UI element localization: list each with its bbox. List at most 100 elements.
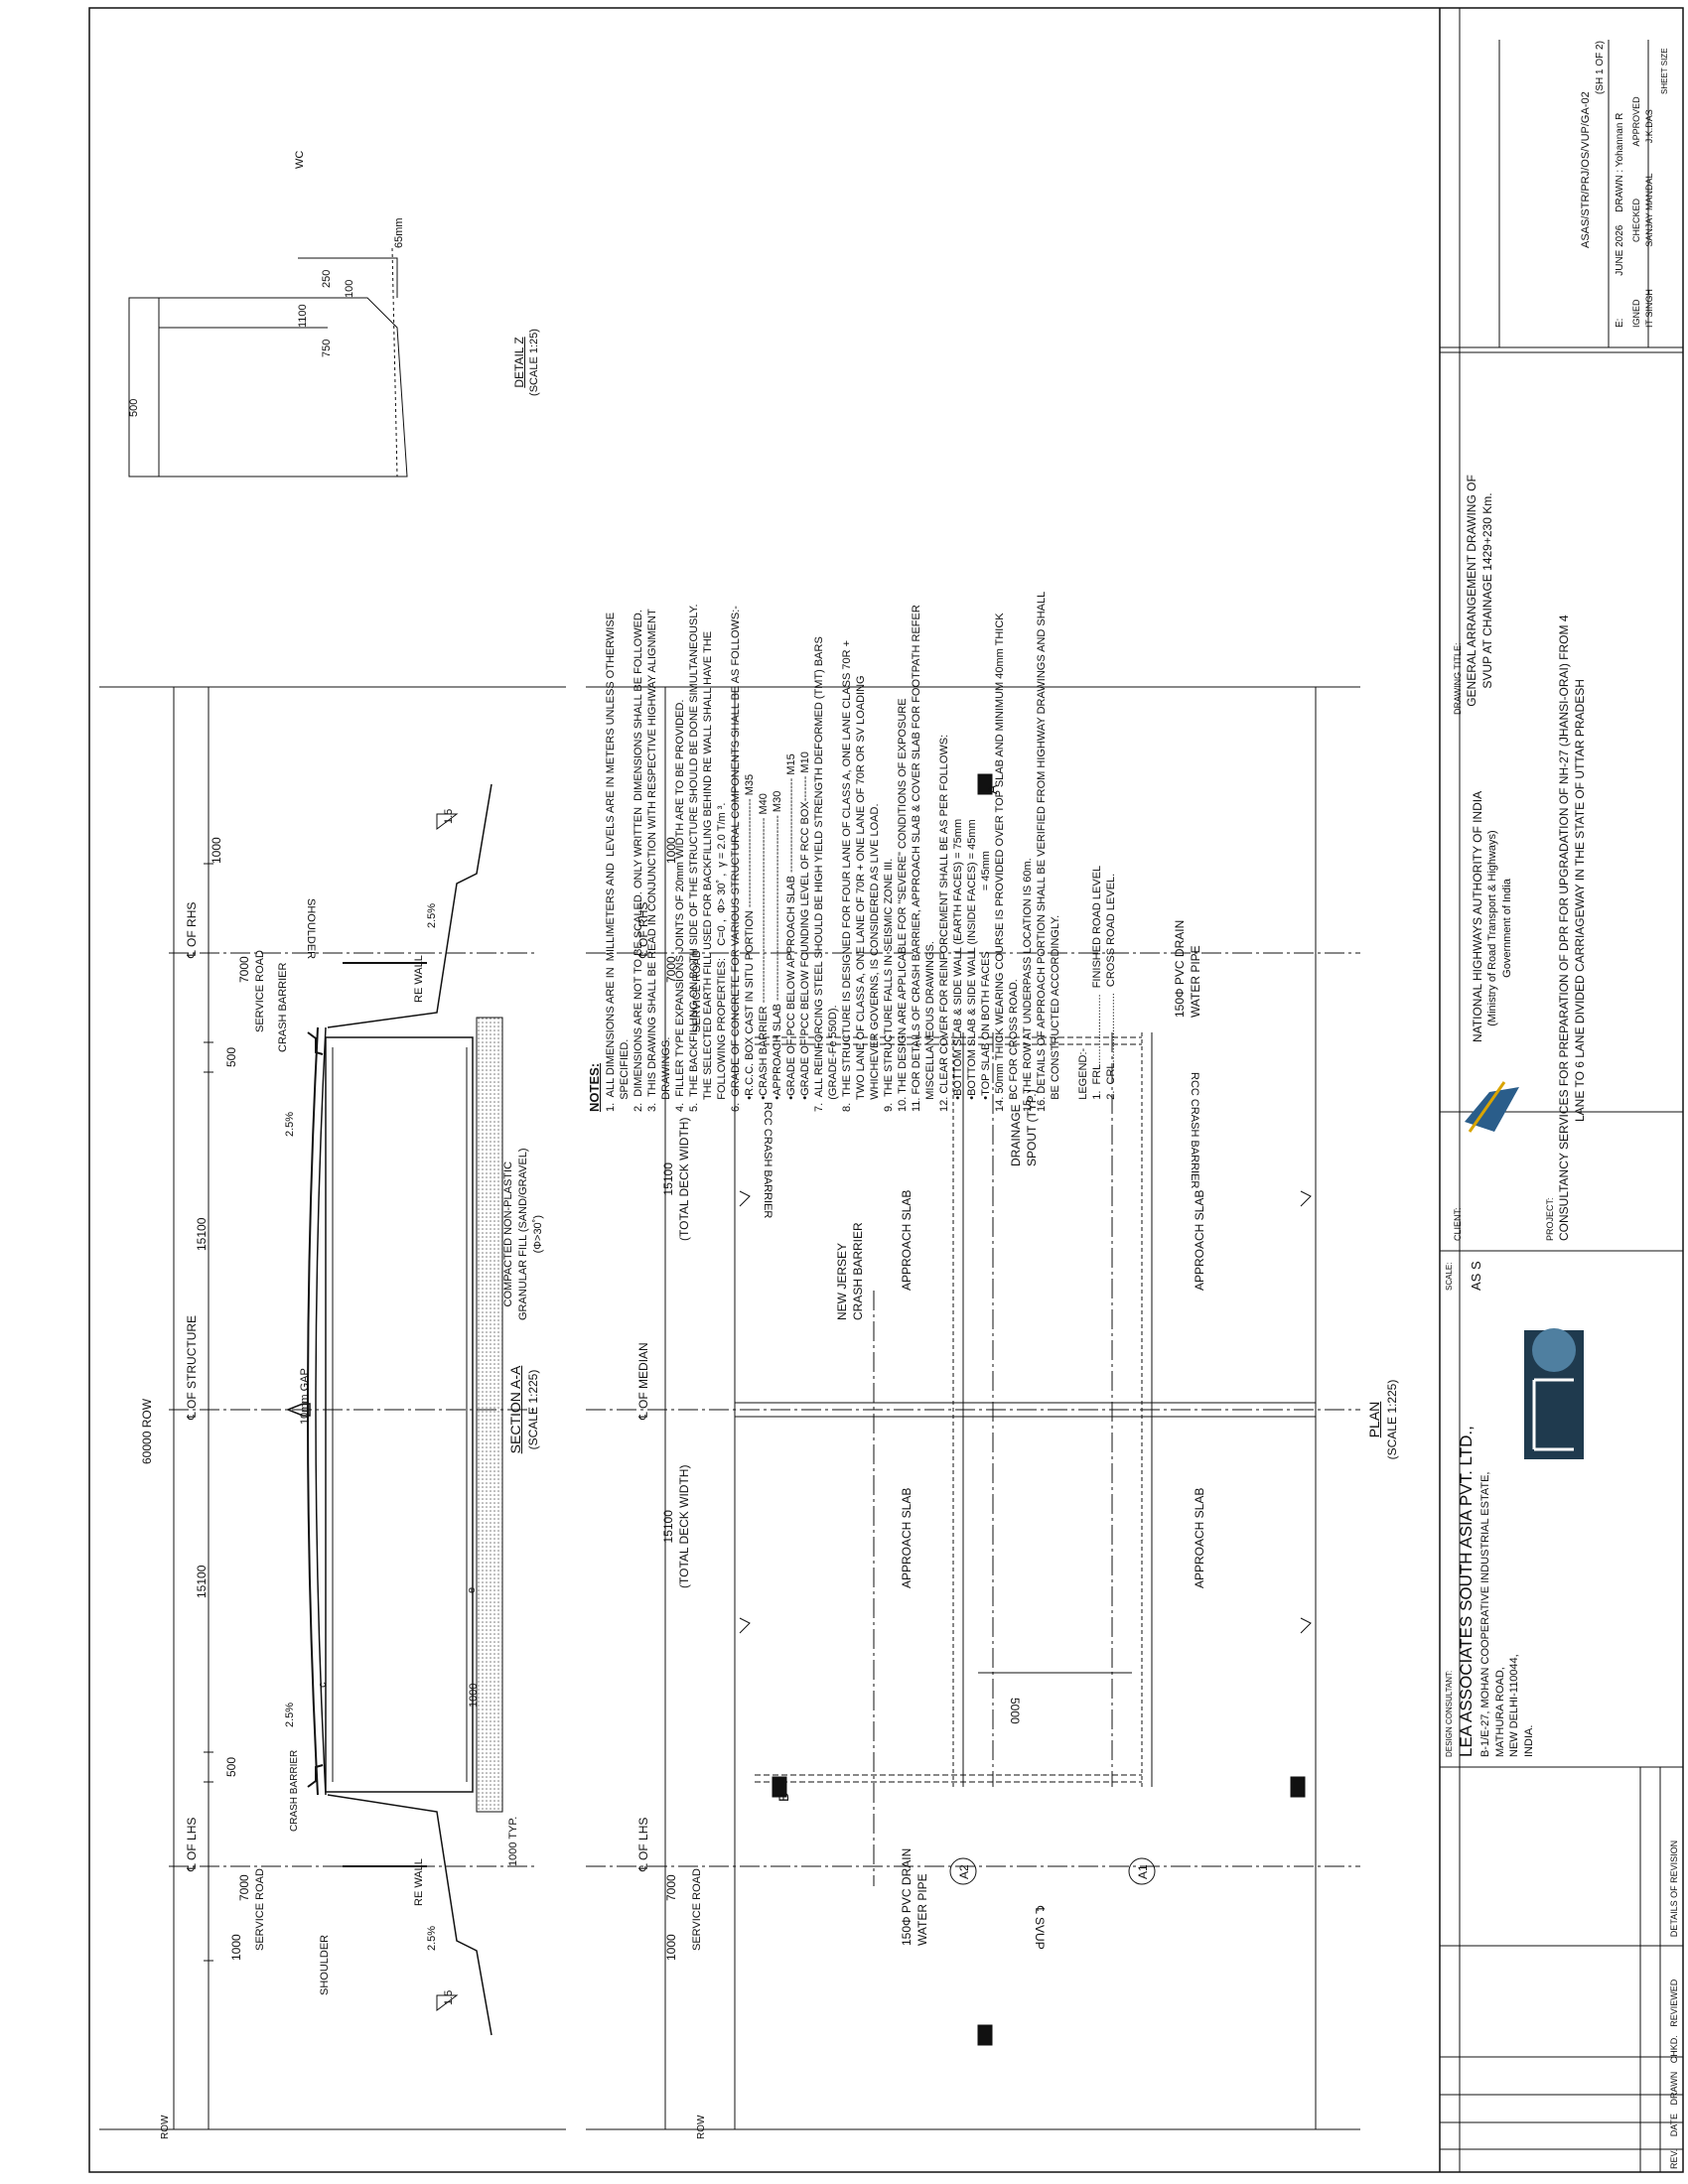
detail-z-title: DETAIL Z (SCALE 1:25): [511, 288, 542, 437]
detail-z-scale: (SCALE 1:25): [528, 329, 541, 396]
tb-sheet: (SH 1 OF 2): [1595, 41, 1606, 94]
notes-list: 1. ALL DIMENSIONS ARE IN MILLIMETERS AND…: [604, 60, 1118, 1112]
section-dim-500b: 500: [224, 1756, 238, 1777]
section-scale: (SCALE 1:225): [525, 1369, 540, 1450]
section-camber-l: 2.5%: [426, 1925, 438, 1951]
note-line: DRAWINGS.: [659, 1036, 672, 1112]
note-line: 15. THE ROW AT UNDERPASS LOCATION IS 60m…: [1021, 858, 1034, 1112]
plan-dim-7000b: 7000: [664, 1874, 678, 1901]
note-line: •APPROACH SLAB -------------------------…: [771, 790, 783, 1112]
section-crash-barrier-r: CRASH BARRIER: [277, 962, 289, 1052]
plan-marker-a: A: [984, 784, 1000, 794]
dim-100: 100: [344, 279, 355, 298]
plan-dim-7000a: 7000: [664, 956, 678, 983]
section-thk: 1000: [468, 1683, 480, 1707]
plan-service-road-l: SERVICE ROAD: [691, 1868, 703, 1951]
note-line: 9. THE STRUCTURE FALLS IN SEISMIC ZONE I…: [882, 858, 895, 1112]
tb-client-1: NATIONAL HIGHWAYS AUTHORITY OF INDIA: [1471, 790, 1484, 1042]
plan-drainage-1: DRAINAGE: [1009, 1104, 1023, 1166]
plan-marker-b: B: [775, 1792, 791, 1802]
section-re-wall-r: RE WALL: [413, 955, 425, 1003]
plan-scale: (SCALE 1:225): [1384, 1379, 1399, 1460]
plan-a2: A2: [957, 1864, 971, 1879]
section-typ: 1000 TYP.: [507, 1816, 519, 1866]
note-line: 4. FILLER TYPE EXPANSIONS JOINTS OF 20mm…: [673, 699, 686, 1112]
plan-cl-median: ℄ OF MEDIAN: [636, 1342, 650, 1420]
sheet-border: [88, 7, 1684, 2173]
fill-line-3: (Φ>30˚): [531, 1214, 544, 1254]
tb-drawing-title-1: GENERAL ARRANGEMENT DRAWING OF: [1465, 475, 1479, 707]
section-title: SECTION A-A: [507, 1365, 523, 1454]
tb-designed: IGNED: [1631, 299, 1641, 328]
fill-line-2: GRANULAR FILL (SAND/GRAVEL): [516, 1148, 529, 1320]
note-line: •TOP SLAB ON BOTH FACES = 45mm: [979, 851, 992, 1112]
plan-dim-5000: 5000: [1008, 1698, 1022, 1724]
plan-approach-slab-1: APPROACH SLAB: [900, 1189, 914, 1291]
section-shoulder-r: SHOULDER: [305, 898, 317, 960]
rev-col-details: DETAILS OF REVISION: [1669, 1840, 1679, 1938]
plan-pvc-top-1: 150Φ PVC DRAIN: [1173, 919, 1187, 1018]
detail-z-title-text: DETAIL Z: [512, 337, 526, 388]
dim-750: 750: [321, 339, 333, 357]
dim-1100: 1100: [297, 304, 309, 328]
note-line: •BOTTOM SLAB & SIDE WALL (EARTH FACES) =…: [951, 818, 964, 1112]
plan-pvc-top-2: WATER PIPE: [1189, 945, 1203, 1018]
note-line: 8. THE STRUCTURE IS DESIGNED FOR FOUR LA…: [840, 639, 853, 1112]
tb-addr-3: NEW DELHI-110044,: [1508, 1654, 1521, 1757]
plan-approach-slab-4: APPROACH SLAB: [1193, 1487, 1206, 1588]
tb-checked: CHECKED: [1631, 198, 1641, 242]
note-line: [1062, 60, 1076, 1112]
plan-new-jersey-1: NEW JERSEY: [835, 1242, 849, 1320]
rev-col-reviewed: REVIEWED: [1669, 1979, 1679, 2027]
tb-project-1: CONSULTANCY SERVICES FOR PREPARATION OF …: [1557, 614, 1572, 1241]
note-line: •R.C.C. BOX CAST IN SITU PORTION -------…: [743, 773, 756, 1112]
note-line: 2. CRL....................... CROSS ROAD…: [1104, 873, 1117, 1112]
tb-project: PROJECT: CONSULTANCY SERVICES FOR PREPAR…: [1544, 614, 1589, 1241]
note-line: 1. ALL DIMENSIONS ARE IN MILLIMETERS AND…: [604, 612, 617, 1112]
section-dim-15100b: 15100: [195, 1565, 209, 1598]
section-a-a: [99, 686, 566, 2130]
plan-pvc-bottom-2: WATER PIPE: [915, 1873, 930, 1946]
tb-client-3: Government of India: [1501, 879, 1514, 978]
tb-date-value: JUNE 2026: [1615, 224, 1625, 276]
section-service-road-l: SERVICE ROAD: [254, 1868, 266, 1951]
tb-approval-names: IT SINGH SANJAY MANDAL J.K.DAS: [1643, 109, 1655, 328]
tb-approved-name: J.K.DAS: [1644, 109, 1654, 144]
tb-designed-name: IT SINGH: [1644, 289, 1654, 328]
note-line: LEGEND:-: [1076, 1047, 1089, 1112]
tb-drawing-title-2: SVUP AT CHAINAGE 1429+230 Km.: [1480, 492, 1495, 689]
tb-project-2: LANE TO 6 LANE DIVIDED CARRIAGEWAY IN TH…: [1573, 679, 1588, 1122]
section-camber-m2: 2.5%: [284, 1702, 296, 1727]
plan-rcc-barrier-1: RCC CRASH BARRIER: [762, 1102, 774, 1219]
plan-pvc-bottom: 150Φ PVC DRAIN WATER PIPE: [899, 1848, 930, 1946]
note-line: (GRADE-Fe 550D).: [826, 1005, 839, 1112]
section-slope-r: 1.5: [443, 808, 455, 824]
section-crash-barrier-l: CRASH BARRIER: [289, 1749, 300, 1832]
section-camber-m1: 2.5%: [284, 1111, 296, 1137]
note-line: •BOTTOM SLAB & SIDE WALL (INSIDE FACES) …: [965, 819, 978, 1112]
plan-title-block: PLAN (SCALE 1:225): [1365, 1350, 1400, 1489]
tb-date-label: E:: [1615, 318, 1625, 328]
tb-drawing-no: ASAS/STR/PRJ/OS/VUP/GA-02: [1580, 91, 1592, 248]
note-line: SPECIFIED.: [618, 1038, 631, 1112]
plan-deck-b: 15100 (TOTAL DECK WIDTH): [660, 1465, 692, 1588]
tb-checked-name: SANJAY MANDAL: [1644, 173, 1654, 247]
note-line: MISCELLANEOUS DRAWINGS.: [923, 941, 936, 1112]
tb-consultant: DESIGN CONSULTANT: LEA ASSOCIATES SOUTH …: [1445, 1426, 1537, 1757]
tb-addr-2: MATHURA ROAD,: [1493, 1667, 1506, 1757]
plan-pvc-top: 150Φ PVC DRAIN WATER PIPE: [1172, 920, 1203, 1018]
section-service-road-r: SERVICE ROAD: [254, 950, 266, 1032]
plan-service-road-r: SERVICE ROAD: [691, 950, 703, 1032]
plan-dim-1000b: 1000: [664, 1934, 678, 1961]
plan-deck-b-label: (TOTAL DECK WIDTH): [677, 1464, 692, 1588]
note-line: 7. ALL REINFORCING STEEL SHOULD BE HIGH …: [812, 636, 825, 1112]
wc-label: WC: [294, 150, 306, 169]
section-dim-15100a: 15100: [195, 1217, 209, 1251]
plan-row-bottom: ROW: [696, 2115, 707, 2139]
section-dim-1000b: 1000: [229, 1934, 243, 1961]
tb-consultant-name: LEA ASSOCIATES SOUTH ASIA PVT. LTD.,: [1456, 1426, 1476, 1757]
tb-scale-label: SCALE:: [1445, 1262, 1454, 1291]
notes-heading: NOTES:: [587, 1062, 602, 1112]
section-dim-7000a: 7000: [237, 956, 251, 983]
